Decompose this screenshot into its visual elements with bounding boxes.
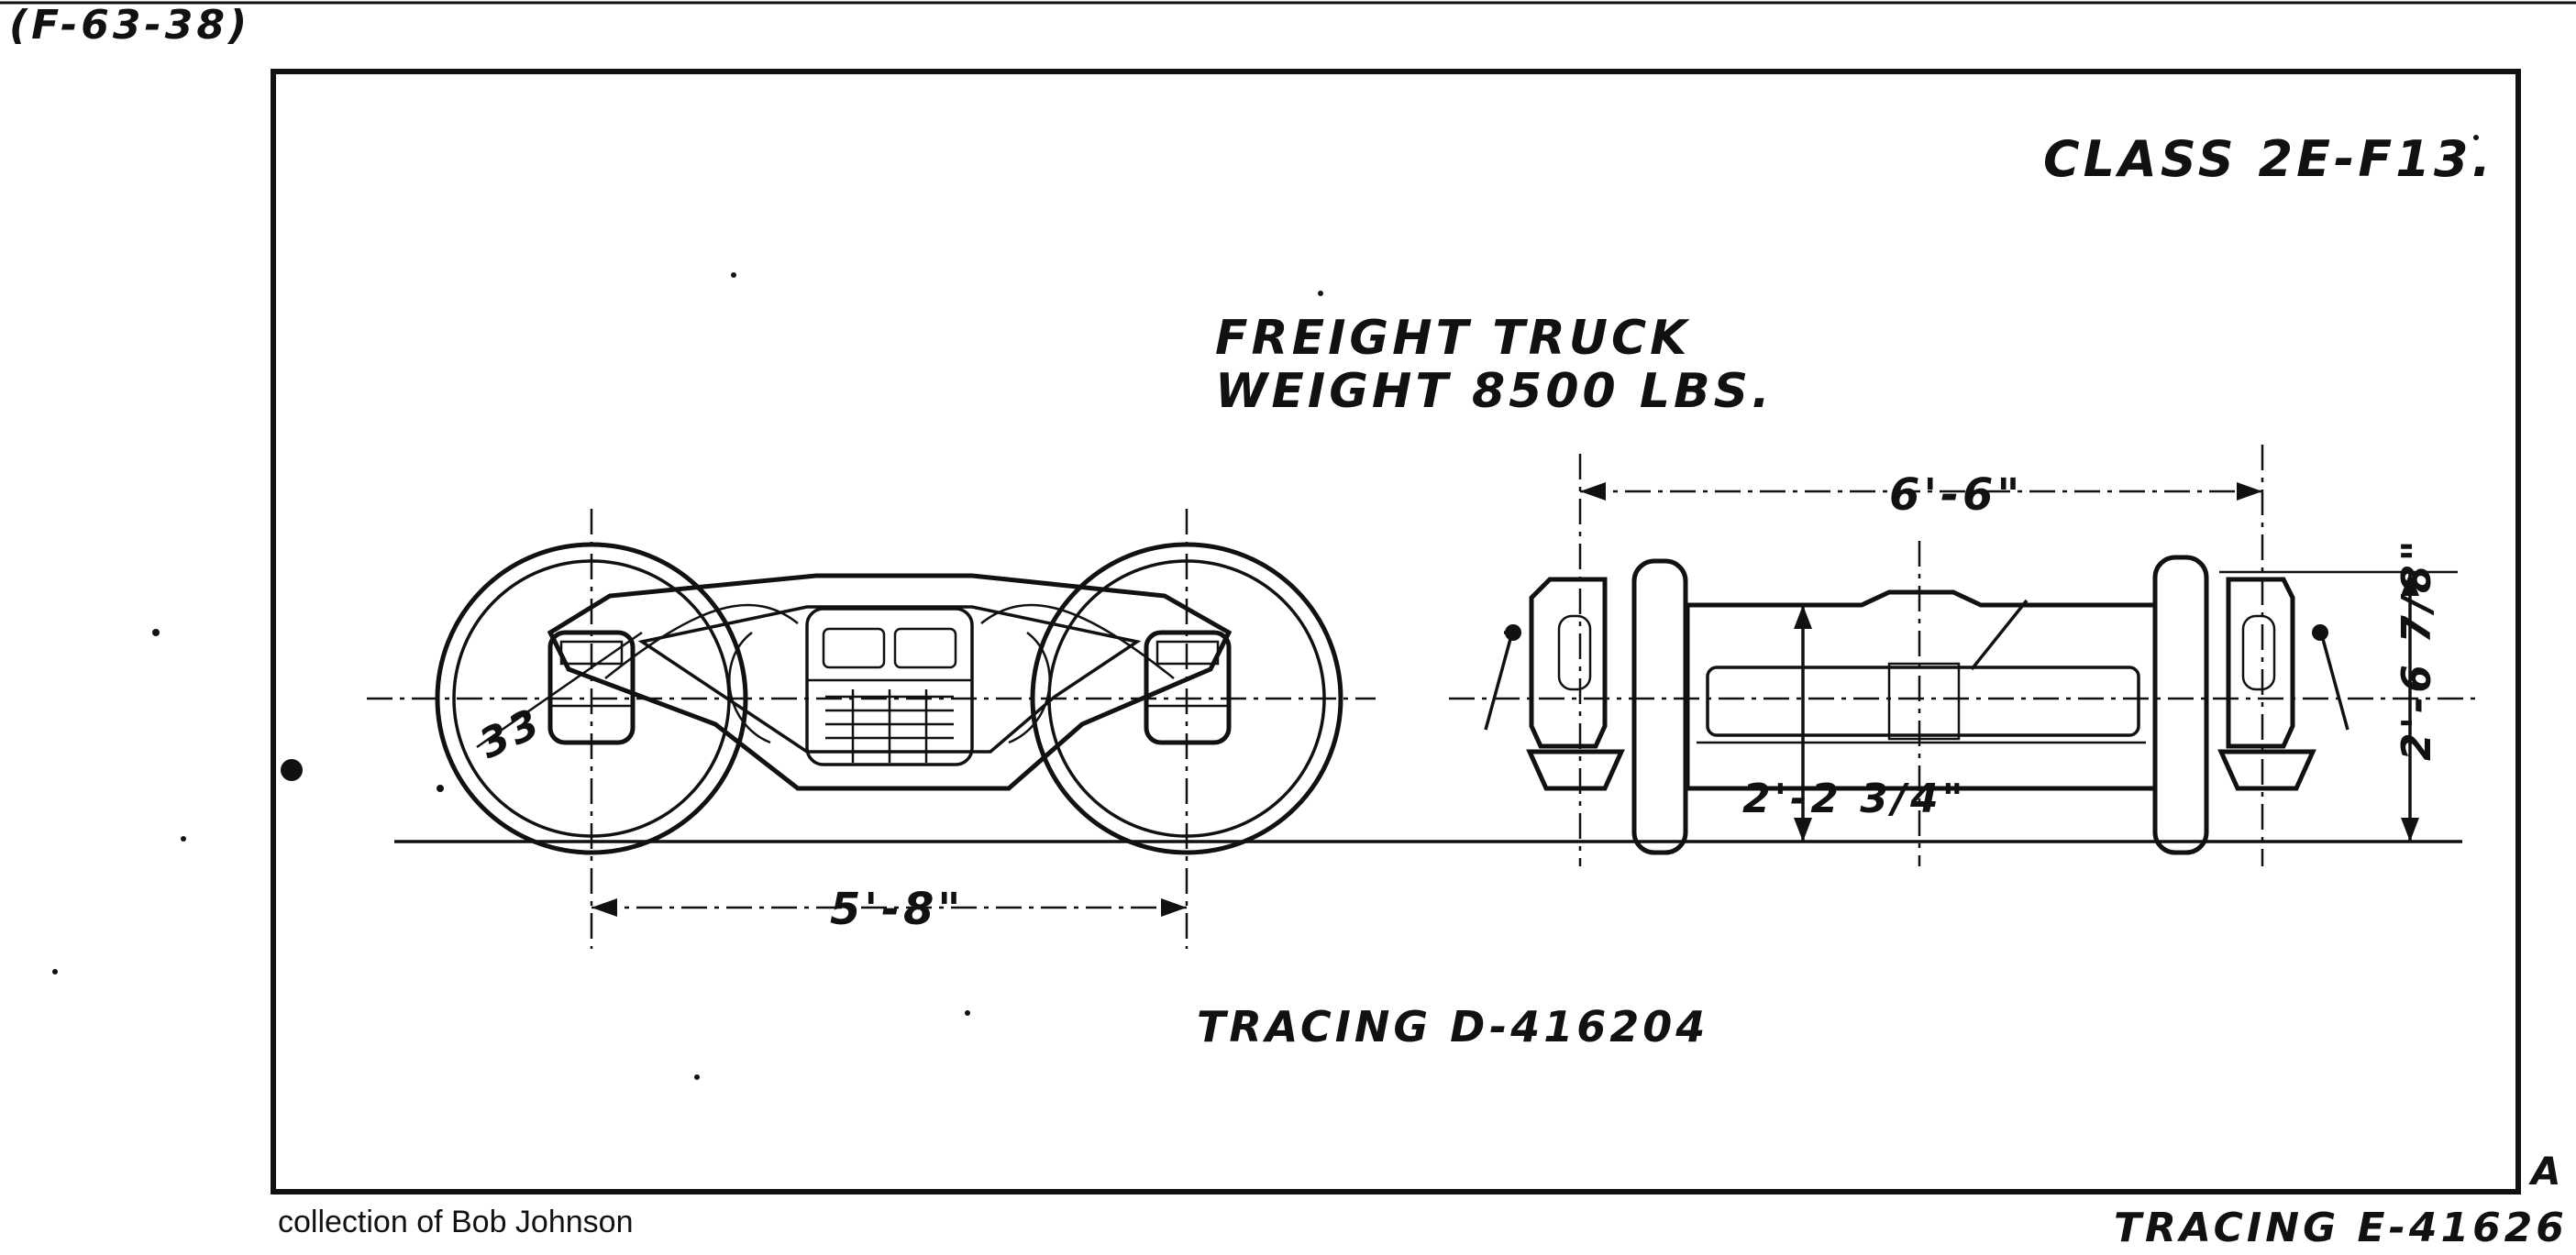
end-wheel-left — [1631, 558, 1688, 855]
bolster-and-springs — [805, 607, 974, 766]
end-journal-box-right — [2217, 577, 2316, 791]
axle-center-block — [1887, 662, 1961, 741]
drawing-border — [271, 69, 2521, 1194]
title-line-1: FREIGHT TRUCK — [1215, 311, 1690, 366]
gauge-width-label: 6'-6" — [1889, 469, 2023, 521]
side-bearing-left-dot — [1505, 624, 1521, 641]
wheel-diameter-leader — [476, 631, 643, 749]
journal-box-left — [547, 630, 636, 745]
wheel-right — [1030, 542, 1343, 855]
bolster-body — [1685, 589, 2158, 791]
title-line-2: WEIGHT 8500 LBS. — [1215, 364, 1774, 419]
print-specks — [52, 135, 2479, 1080]
brake-lever — [1970, 599, 2029, 671]
end-view: 6'-6" 2'- — [1449, 445, 2476, 866]
corner-mark: A — [2528, 1149, 2565, 1194]
wheelbase-label: 5'-8" — [830, 884, 964, 935]
gauge-dimension — [1580, 482, 2262, 501]
ref-code: (F-63-38) — [9, 2, 250, 49]
inner-height-label: 2'-2 3/4" — [1742, 776, 1967, 822]
overall-height-dimension — [2219, 570, 2458, 842]
end-wheel-right — [2152, 555, 2209, 855]
side-bearing-right-dot — [2312, 624, 2328, 641]
tracing-e-label: TRACING E-41626 — [2114, 1205, 2568, 1251]
overall-height-label: 2'-6 7/8" — [2394, 536, 2440, 761]
journal-box-right — [1144, 630, 1232, 745]
side-view: 33 5'-8" — [367, 509, 1376, 949]
credit-text: collection of Bob Johnson — [278, 1205, 633, 1239]
side-bearing-right — [2318, 628, 2349, 731]
wheelbase-dimension — [591, 898, 1187, 917]
axle-plank — [1706, 666, 2140, 737]
wheel-diameter-label: 33 — [472, 699, 549, 767]
tracing-d-label: TRACING D-416204 — [1197, 1002, 1708, 1051]
side-frame-inner — [637, 605, 1142, 754]
brake-rigging — [604, 603, 1175, 744]
side-bearing-left — [1484, 628, 1517, 731]
inner-height-dimension — [1794, 605, 1812, 842]
class-label: CLASS 2E-F13. — [2043, 130, 2494, 188]
side-frame — [547, 573, 1233, 791]
end-journal-box-left — [1526, 577, 1625, 791]
